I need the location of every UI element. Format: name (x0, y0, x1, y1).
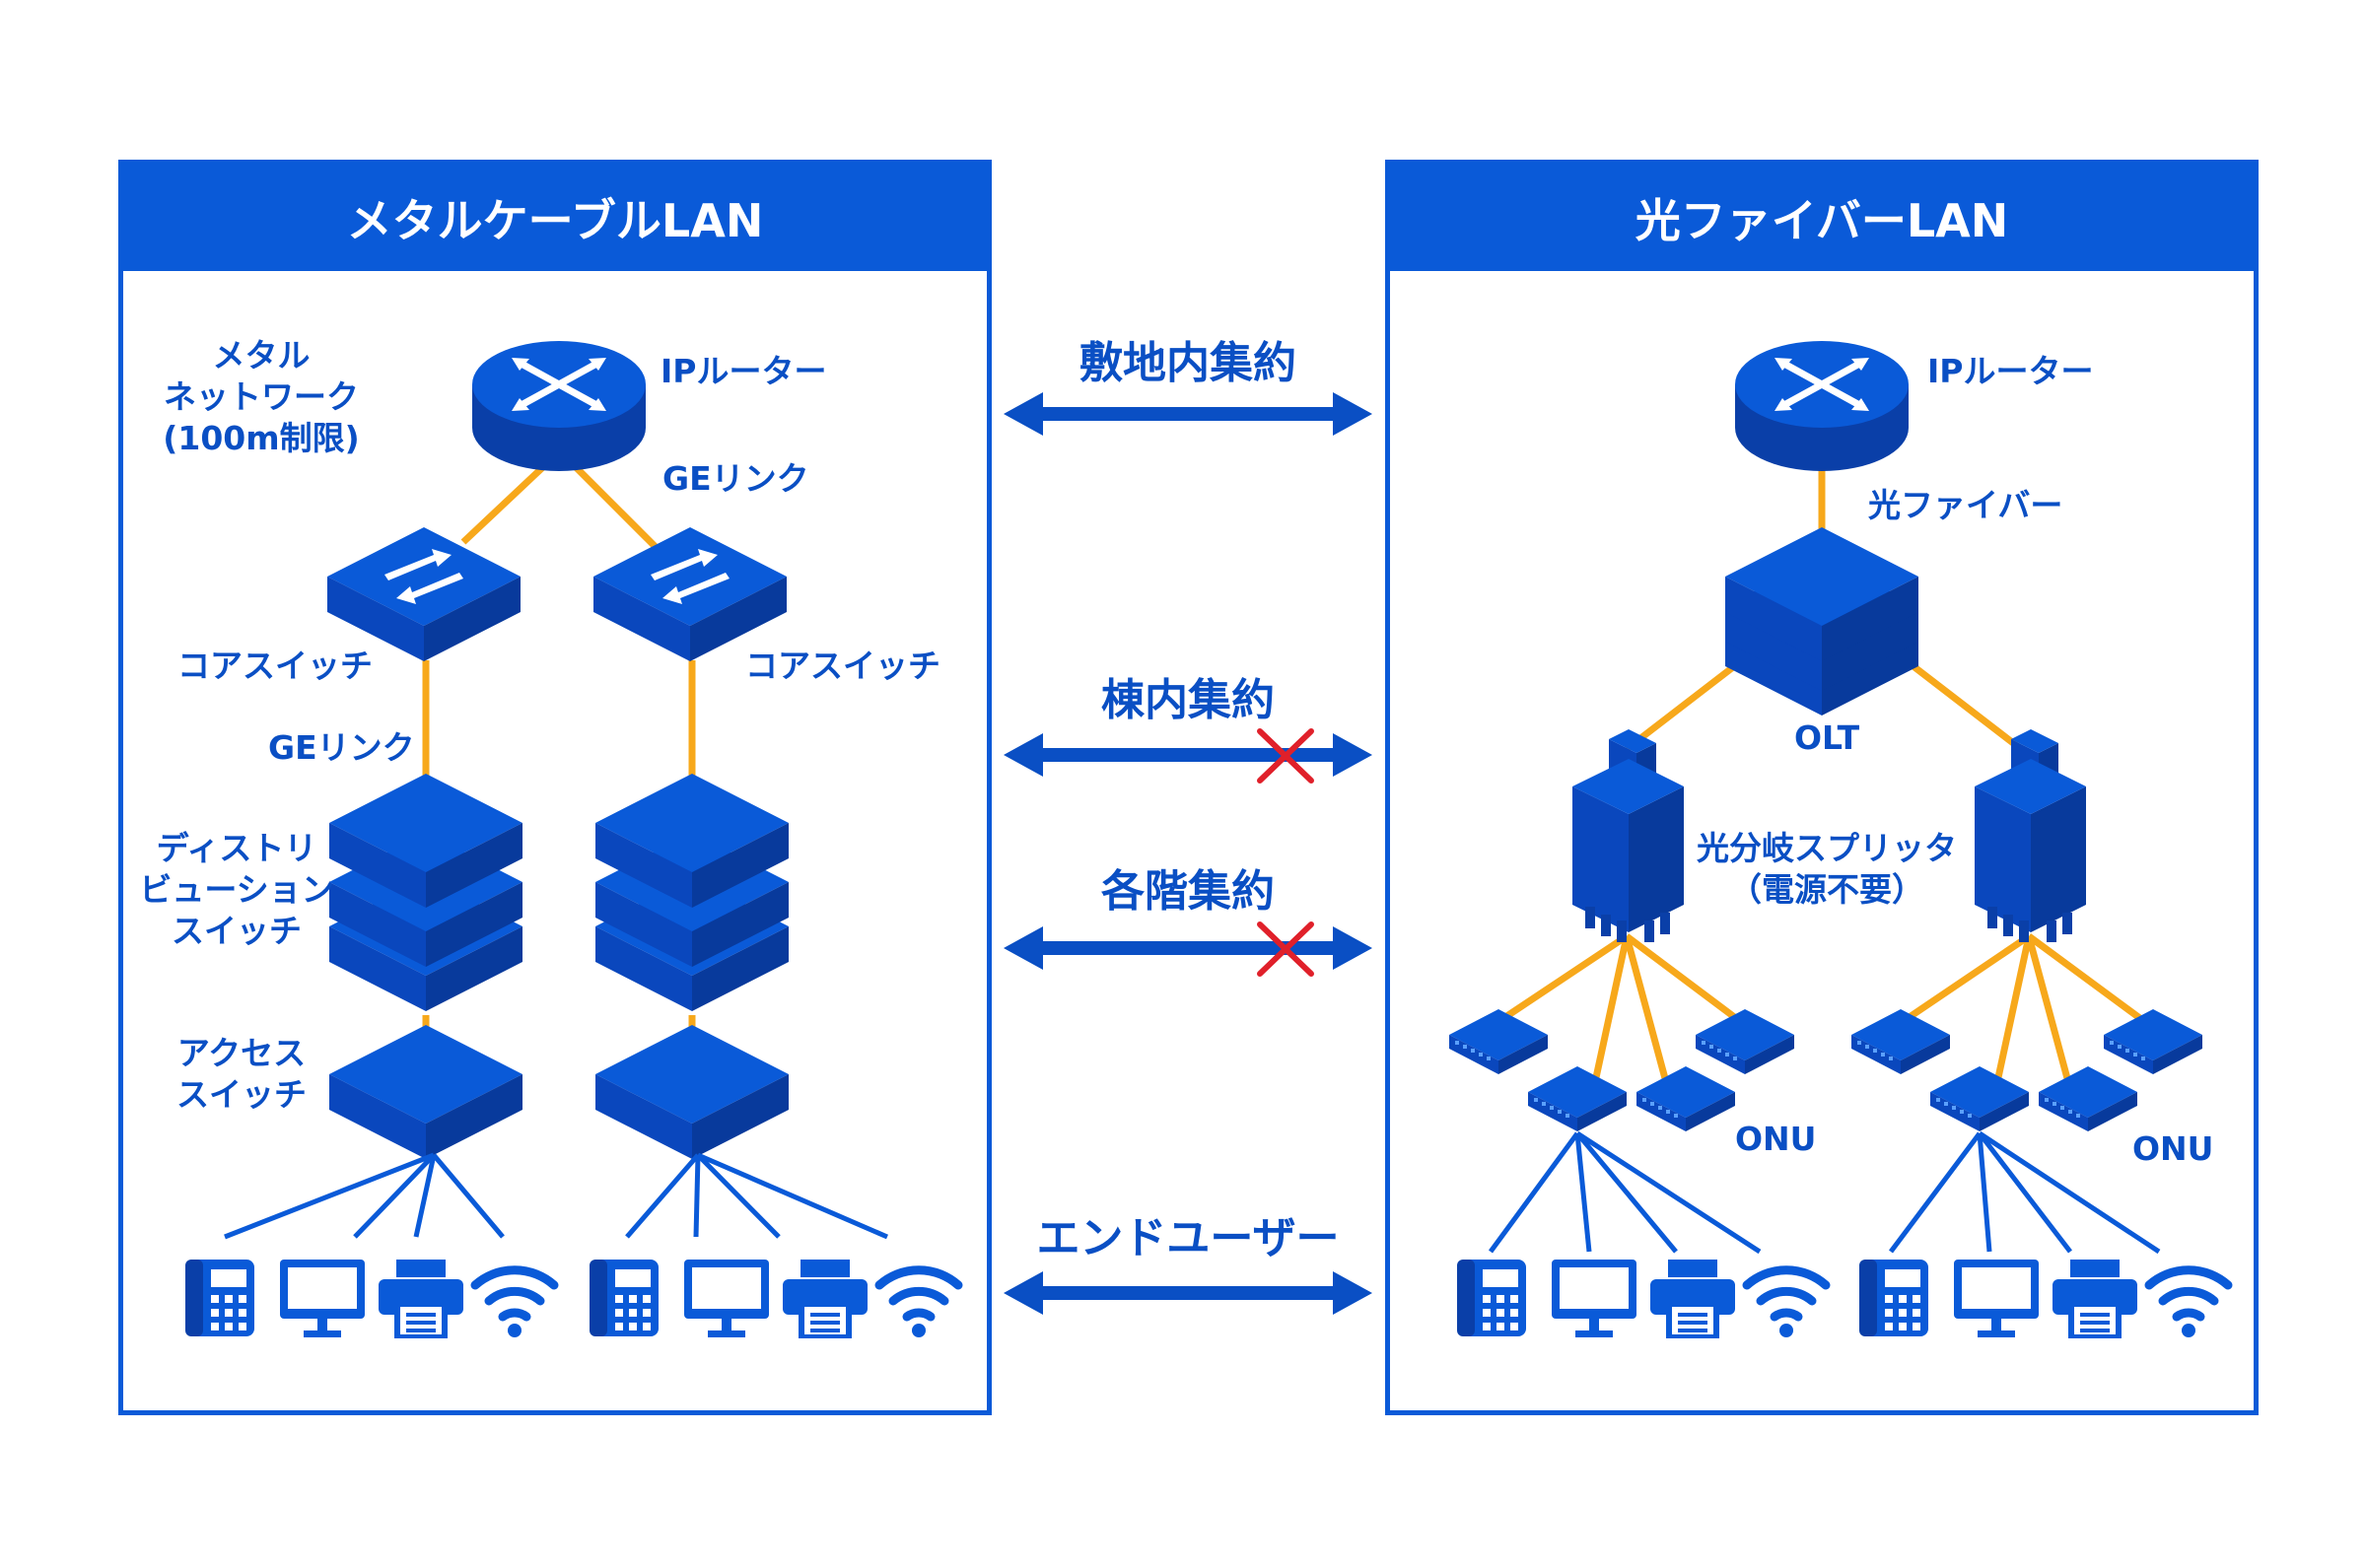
ge-link-label-top: GEリンク (662, 459, 809, 498)
distribution-line-1: ディストリ (156, 829, 317, 867)
splitter-label: 光分岐スプリッタ （電源不要） (1694, 828, 1960, 911)
router-icon (472, 341, 646, 471)
distribution-line-2: ビューション (139, 870, 334, 910)
router-label-left: IPルーター (661, 352, 827, 390)
onu-label-left: ONU (1735, 1120, 1817, 1158)
ge-link-label-mid: GEリンク (268, 728, 415, 767)
router-icon (1735, 341, 1909, 471)
distribution-line-3: スイッチ (172, 912, 302, 951)
access-label: アクセス スイッチ (158, 1033, 325, 1116)
level-arrows (1004, 392, 1372, 1315)
metal-network-line-3: (100m制限) (163, 419, 360, 458)
onu-icon (1449, 1009, 1548, 1074)
stacked-switch-icon (329, 774, 522, 1011)
splitter-icon (1572, 729, 1684, 942)
metal-network-line-1: メタル (212, 336, 311, 375)
splitter-icon (1975, 729, 2086, 942)
end-devices-right-a (1457, 1260, 1826, 1338)
core-switch-label-left: コアスイッチ (177, 647, 373, 685)
onu-icon (1851, 1009, 1950, 1074)
onu-icon (1528, 1066, 1627, 1131)
switch-icon (593, 527, 787, 661)
metal-network-label: メタル ネットワーク (100m制限) (158, 335, 365, 460)
level-label-campus: 敷地内集約 (1079, 338, 1296, 388)
fiber-lan-title: 光ファイバーLAN (1390, 165, 2254, 271)
level-label-end-user: エンドユーザー (1036, 1213, 1340, 1263)
fiber-label: 光ファイバー (1868, 486, 2063, 524)
end-devices-left-a (185, 1260, 554, 1338)
onu-cables (1488, 1130, 2161, 1255)
metal-network-line-2: ネットワーク (164, 377, 359, 417)
access-line-2: スイッチ (176, 1075, 307, 1115)
switch-icon (595, 1025, 789, 1159)
end-devices-left-b (590, 1260, 958, 1338)
end-devices-right-b (1859, 1260, 2228, 1338)
access-line-1: アクセス (176, 1034, 307, 1072)
fiber-links (1492, 463, 2152, 1083)
stacked-switch-icon (595, 774, 789, 1011)
onu-icon (2104, 1009, 2202, 1074)
router-label-right: IPルーター (1927, 352, 2094, 390)
olt-label: OLT (1794, 718, 1860, 757)
olt-icon (1725, 527, 1918, 716)
switch-icon (329, 1025, 522, 1159)
distribution-label: ディストリ ビューション スイッチ (138, 828, 335, 953)
metal-lan-title: メタルケーブルLAN (123, 165, 987, 271)
switch-icon (327, 527, 521, 661)
onu-icon (1930, 1066, 2029, 1131)
onu-icon (1696, 1009, 1794, 1074)
splitter-line-2: （電源不要） (1729, 870, 1924, 910)
core-switch-label-right: コアスイッチ (745, 647, 940, 685)
access-cables (224, 1152, 888, 1240)
blocked-mark (1257, 728, 1314, 977)
level-label-floor: 各階集約 (1101, 866, 1275, 917)
level-label-building: 棟内集約 (1101, 675, 1275, 725)
onu-label-right: ONU (2132, 1129, 2214, 1168)
onu-icon (1636, 1066, 1735, 1131)
onu-icon (2039, 1066, 2137, 1131)
splitter-line-1: 光分岐スプリッタ (1697, 829, 1957, 867)
